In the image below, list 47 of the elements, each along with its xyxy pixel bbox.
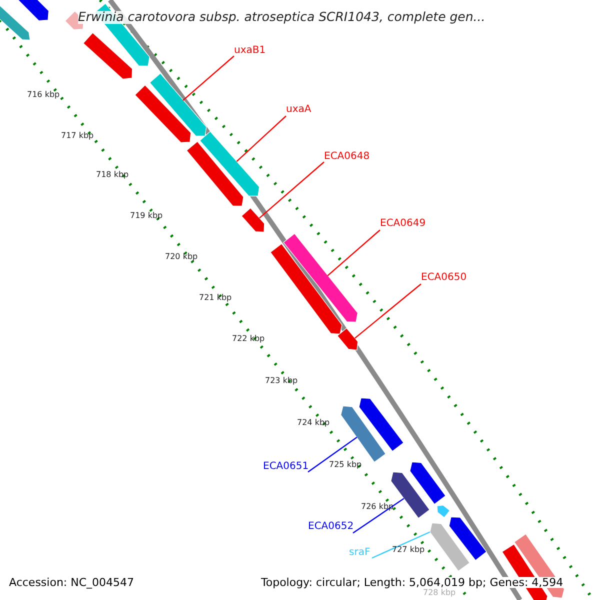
- leader-line: [327, 230, 380, 276]
- gene-label: ECA0651: [263, 462, 309, 472]
- gene-label: uxaB1: [234, 46, 266, 56]
- position-label: 728 kbp: [423, 589, 456, 597]
- gene-bar: [0, 4, 30, 40]
- position-label: 716 kbp: [27, 91, 60, 99]
- gene-bar: [430, 522, 470, 572]
- position-label: 724 kbp: [297, 419, 330, 427]
- gene-bar: [358, 398, 404, 452]
- position-label: 722 kbp: [232, 335, 265, 343]
- gene-bar: [82, 32, 133, 80]
- position-label: 717 kbp: [61, 132, 94, 140]
- position-label: 726 kbp: [361, 503, 394, 511]
- leader-line: [308, 436, 358, 472]
- gene-bar: [448, 516, 487, 561]
- gene-bar: [149, 72, 207, 136]
- leader-line: [182, 56, 234, 101]
- gene-label: ECA0652: [308, 522, 354, 532]
- gene-bar: [336, 328, 358, 350]
- leader-line: [372, 531, 430, 559]
- info-text: Topology: circular; Length: 5,064,019 bp; Genes: 4,594: [261, 577, 564, 588]
- title: Erwinia carotovora subsp. atroseptica SCRI1043, complete gen...: [78, 11, 486, 24]
- leader-line: [259, 162, 324, 219]
- leader-line: [236, 116, 286, 162]
- gene-label: sraF: [349, 548, 370, 558]
- position-label: 719 kbp: [130, 212, 163, 220]
- info-text: Accession: NC_004547: [9, 577, 134, 588]
- gene-bar: [186, 141, 244, 206]
- gene-bar: [410, 462, 446, 505]
- position-label: 721 kbp: [199, 294, 232, 302]
- position-label: 727 kbp: [392, 546, 425, 554]
- gene-bar: [436, 504, 450, 518]
- position-label: 718 kbp: [96, 171, 129, 179]
- gene-bar: [270, 243, 342, 334]
- position-label: 720 kbp: [165, 253, 198, 261]
- gene-label: ECA0649: [380, 219, 426, 229]
- position-label: 723 kbp: [265, 377, 298, 385]
- leader-line: [352, 498, 404, 534]
- position-label: 725 kbp: [329, 461, 362, 469]
- gene-bar: [199, 130, 260, 196]
- gene-label: ECA0648: [324, 152, 370, 162]
- gene-bar: [283, 233, 358, 322]
- gene-label: ECA0650: [421, 273, 467, 283]
- gene-bar: [134, 84, 192, 143]
- leader-line: [354, 284, 422, 339]
- gene-bar: [241, 208, 265, 232]
- gene-label: uxaA: [286, 105, 312, 115]
